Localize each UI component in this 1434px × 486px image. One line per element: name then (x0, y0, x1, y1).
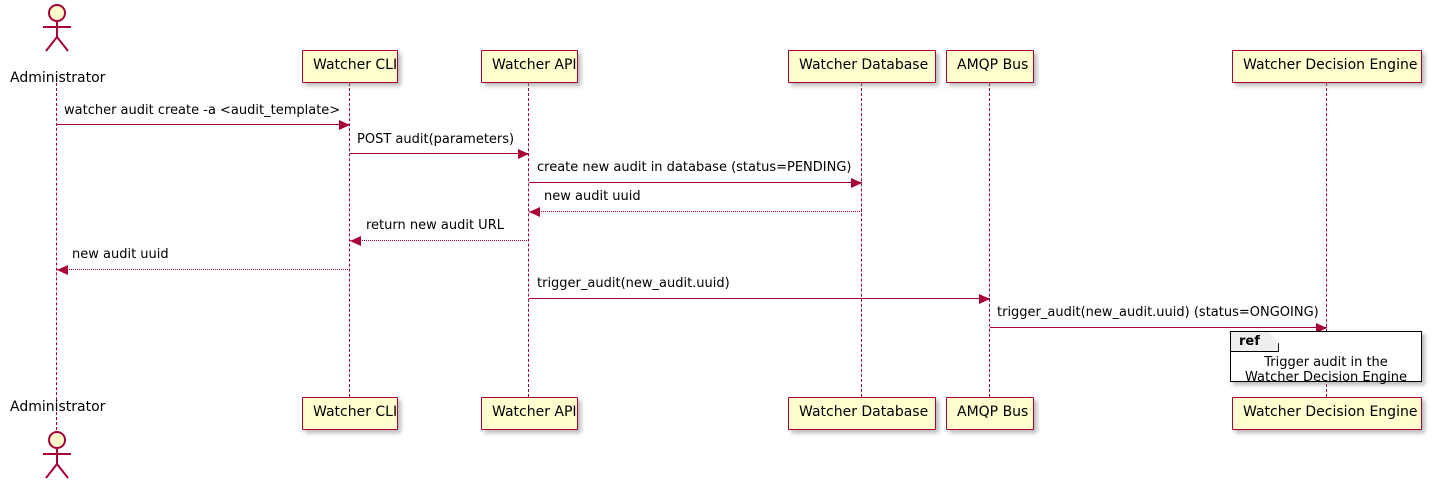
participant-watcher-cli-top[interactable]: Watcher CLI (302, 50, 398, 83)
message-line-m2 (350, 153, 529, 154)
actor-label-administrator-top: Administrator (10, 70, 106, 86)
message-label-m2: POST audit(parameters) (357, 132, 515, 147)
message-label-m1: watcher audit create -a <audit_template> (64, 103, 341, 118)
lifeline-amqp-bus (989, 83, 990, 397)
message-line-m4 (529, 211, 862, 212)
fragment-body-ref-trigger-audit: Trigger audit in the Watcher Decision En… (1245, 355, 1407, 385)
actor-label-administrator-bottom: Administrator (10, 399, 106, 415)
message-line-m6 (57, 269, 350, 270)
participant-watcher-database-bottom[interactable]: Watcher Database (788, 397, 936, 430)
message-label-m7: trigger_audit(new_audit.uuid) (537, 276, 730, 291)
message-arrowhead-m1 (339, 120, 350, 130)
message-line-m8 (990, 327, 1327, 328)
actor-figure-administrator-bottom (43, 431, 71, 479)
fragment-tab-ref-trigger-audit: ref (1231, 332, 1279, 352)
participant-watcher-decision-engine-top[interactable]: Watcher Decision Engine (1232, 50, 1422, 83)
message-arrowhead-m6 (57, 265, 68, 275)
lifeline-watcher-cli (349, 83, 350, 397)
lifeline-administrator (56, 83, 57, 430)
lifeline-watcher-database (861, 83, 862, 397)
message-line-m5 (350, 240, 529, 241)
participant-amqp-bus-top[interactable]: AMQP Bus (946, 50, 1034, 83)
participant-watcher-api-top[interactable]: Watcher API (481, 50, 578, 83)
message-arrowhead-m8 (1316, 323, 1327, 333)
message-label-m4: new audit uuid (544, 189, 641, 204)
participant-watcher-database-top[interactable]: Watcher Database (788, 50, 936, 83)
message-line-m3 (529, 182, 862, 183)
message-arrowhead-m5 (350, 236, 361, 246)
message-arrowhead-m4 (529, 207, 540, 217)
message-line-m7 (529, 298, 990, 299)
participant-watcher-api-bottom[interactable]: Watcher API (481, 397, 578, 430)
message-label-m5: return new audit URL (366, 218, 504, 233)
message-arrowhead-m2 (518, 149, 529, 159)
participant-amqp-bus-bottom[interactable]: AMQP Bus (946, 397, 1034, 430)
message-arrowhead-m3 (851, 178, 862, 188)
message-label-m6: new audit uuid (72, 247, 169, 262)
message-arrowhead-m7 (979, 294, 990, 304)
participant-watcher-cli-bottom[interactable]: Watcher CLI (302, 397, 398, 430)
lifeline-watcher-decision-engine (1326, 83, 1327, 397)
message-label-m3: create new audit in database (status=PEN… (537, 160, 852, 175)
participant-watcher-decision-engine-bottom[interactable]: Watcher Decision Engine (1232, 397, 1422, 430)
message-line-m1 (57, 124, 350, 125)
message-label-m8: trigger_audit(new_audit.uuid) (status=ON… (997, 305, 1319, 320)
actor-figure-administrator-top (43, 4, 71, 52)
